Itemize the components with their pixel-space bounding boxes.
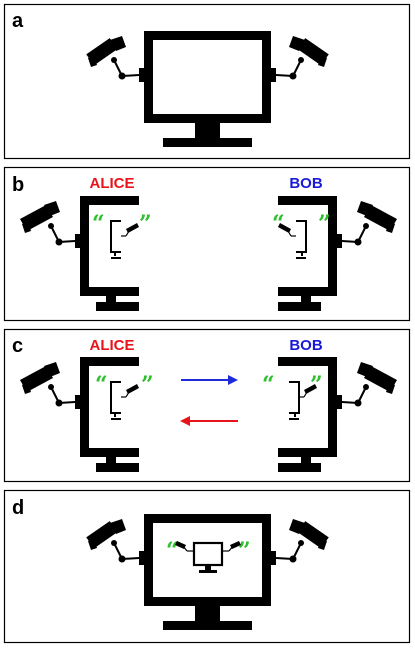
- quote-close: ”: [310, 372, 323, 398]
- monitor-icon: [139, 514, 276, 630]
- quote-open: “: [92, 211, 105, 237]
- quote-open: “: [95, 372, 108, 398]
- surveillance-camera-icon: [86, 519, 140, 563]
- panel-d-label: d: [12, 497, 24, 519]
- bob-half-monitor-icon: “ ”: [272, 196, 342, 311]
- quote-open: “: [262, 372, 275, 398]
- quote-close: ”: [139, 211, 152, 237]
- panel-b-frame: [3, 166, 411, 322]
- panel-c: c ALICE BOB “ ”: [3, 328, 411, 483]
- panel-a-label: a: [12, 10, 24, 32]
- arrow-right-icon: [181, 375, 238, 385]
- quote-close: ”: [238, 538, 251, 564]
- quote-open: “: [272, 211, 285, 237]
- surveillance-camera-icon: [86, 36, 140, 80]
- surveillance-camera-icon: [341, 201, 397, 246]
- panel-c-label: c: [12, 335, 23, 357]
- panel-d: d “ ”: [3, 489, 411, 644]
- quote-close: ”: [318, 211, 331, 237]
- alice-half-monitor-icon: “ ”: [75, 196, 152, 311]
- panel-b-label: b: [12, 174, 24, 196]
- arrow-left-icon: [180, 416, 238, 426]
- alice-half-monitor-icon: “ ”: [75, 357, 154, 472]
- surveillance-camera-icon: [20, 362, 76, 407]
- quote-close: ”: [141, 372, 154, 398]
- bob-label: BOB: [289, 337, 323, 354]
- alice-label: ALICE: [90, 175, 135, 192]
- bob-half-monitor-icon: “ ”: [262, 357, 342, 472]
- inner-monitor-icon: “ ”: [166, 538, 251, 573]
- bob-label: BOB: [289, 175, 323, 192]
- surveillance-camera-icon: [275, 519, 329, 563]
- surveillance-camera-icon: [20, 201, 76, 246]
- surveillance-camera-icon: [275, 36, 329, 80]
- surveillance-camera-icon: [341, 362, 397, 407]
- panel-b: b ALICE BOB “ ”: [3, 166, 411, 322]
- monitor-icon: [139, 31, 276, 147]
- panel-a: a: [3, 3, 411, 160]
- alice-label: ALICE: [90, 337, 135, 354]
- panel-c-frame: [3, 328, 411, 483]
